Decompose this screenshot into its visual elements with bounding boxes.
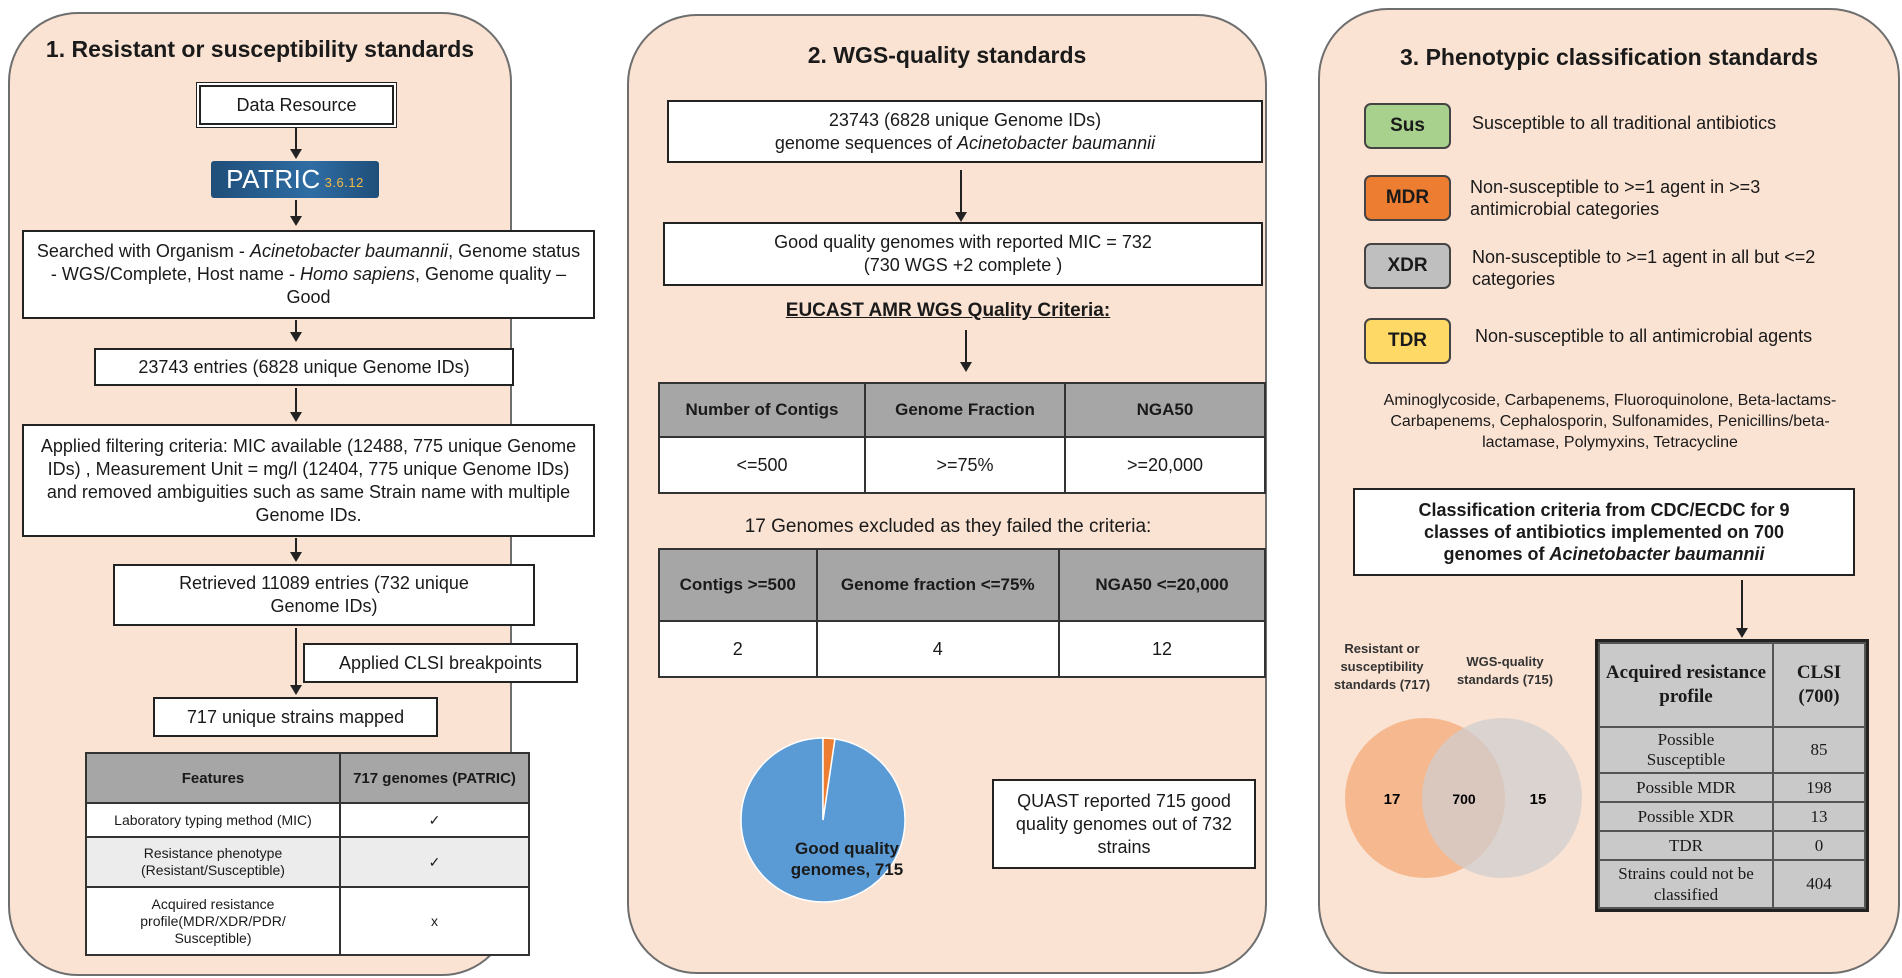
retrieved-box: Retrieved 11089 entries (732 unique Geno… <box>113 564 535 626</box>
entries-label: 23743 entries (6828 unique Genome IDs) <box>138 356 470 377</box>
tag-xdr-desc: Non-susceptible to >=1 agent in all but … <box>1472 247 1816 289</box>
table-cell: 4 <box>815 620 1060 678</box>
clsi-breakpoints-box: Applied CLSI breakpoints <box>303 643 578 683</box>
patric-logo-name: PATRIC <box>226 164 321 194</box>
table-cell: Laboratory typing method (MIC) <box>85 802 341 838</box>
table-cell: x <box>339 886 530 956</box>
table-header-row: Contigs >=500 Genome fraction <=75% NGA5… <box>658 548 1267 622</box>
antibiotic-classes: Aminoglycoside, Carbapenems, Fluoroquino… <box>1383 392 1837 451</box>
table-cell: 0 <box>1772 830 1866 861</box>
venn-left-label: Resistant or susceptibility standards (7… <box>1333 641 1431 692</box>
venn-right-only: 15 <box>1530 791 1547 808</box>
table-header-row: Acquired resistance profile CLSI (700) <box>1598 642 1866 728</box>
venn-overlap: 700 <box>1452 791 1476 807</box>
table-header: 717 genomes (PATRIC) <box>339 752 530 804</box>
table-header: Number of Contigs <box>657 382 867 438</box>
table-row: Possible MDR 198 <box>1598 772 1866 803</box>
patric-logo-version: 3.6.12 <box>324 175 364 190</box>
table-cell: 13 <box>1772 801 1866 832</box>
search-criteria-text: Searched with Organism - Acinetobacter b… <box>36 241 581 307</box>
table-cell: Strains could not be classified <box>1598 859 1774 909</box>
panel-title: 2. WGS-quality standards <box>807 42 1087 68</box>
table-cell: >=20,000 <box>1064 436 1266 494</box>
table-cell: 85 <box>1772 726 1866 774</box>
table-cell: <=500 <box>657 436 867 494</box>
table-header: Acquired resistance profile <box>1598 642 1774 728</box>
filtering-text: Applied filtering criteria: MIC availabl… <box>40 435 577 525</box>
clsi-breakpoints-label: Applied CLSI breakpoints <box>338 652 543 673</box>
tag-sus: Sus <box>1364 103 1451 149</box>
good-quality-pie <box>740 737 906 903</box>
mapped-box: 717 unique strains mapped <box>153 697 438 737</box>
pie-label: Good quality genomes, 715 <box>790 839 904 879</box>
table-cell: Possible Susceptible <box>1598 726 1774 774</box>
classification-criteria-box: Classification criteria from CDC/ECDC fo… <box>1353 488 1855 576</box>
table-cell: 2 <box>658 620 818 678</box>
genome-sequences-text: 23743 (6828 unique Genome IDs) genome se… <box>774 109 1156 153</box>
table-row: Strains could not be classified 404 <box>1598 859 1866 909</box>
genome-sequences-box: 23743 (6828 unique Genome IDs) genome se… <box>667 100 1263 163</box>
good-quality-text: Good quality genomes with reported MIC =… <box>774 232 1152 275</box>
tag-tdr-desc: Non-susceptible to all antimicrobial age… <box>1475 326 1813 346</box>
classification-criteria-text: Classification criteria from CDC/ECDC fo… <box>1418 500 1790 564</box>
tag-mdr: MDR <box>1364 175 1451 221</box>
quast-box: QUAST reported 715 good quality genomes … <box>992 779 1256 869</box>
quast-text: QUAST reported 715 good quality genomes … <box>1015 790 1233 857</box>
table-row: <=500 >=75% >=20,000 <box>657 436 1266 494</box>
clsi-table: Acquired resistance profile CLSI (700) P… <box>1595 639 1869 912</box>
venn-right-label: WGS-quality standards (715) <box>1456 654 1554 687</box>
table-row: Possible Susceptible 85 <box>1598 726 1866 774</box>
tag-xdr: XDR <box>1364 243 1451 289</box>
table-cell: 12 <box>1057 620 1267 678</box>
table-cell: 404 <box>1772 859 1866 909</box>
venn-left-only: 17 <box>1384 791 1401 808</box>
table-cell: Possible XDR <box>1598 801 1774 832</box>
search-criteria-box: Searched with Organism - Acinetobacter b… <box>22 230 595 319</box>
table-header-row: Features 717 genomes (PATRIC) <box>85 752 530 804</box>
table-row: Acquired resistance profile(MDR/XDR/PDR/… <box>85 886 530 956</box>
excluded-text: 17 Genomes excluded as they failed the c… <box>744 516 1152 537</box>
table-header: Features <box>85 752 341 804</box>
table-cell: ✓ <box>339 836 530 888</box>
venn-diagram: 17 700 15 <box>1345 718 1582 878</box>
patric-logo: PATRIC 3.6.12 <box>211 161 379 198</box>
table-row: TDR 0 <box>1598 830 1866 861</box>
table-cell: 198 <box>1772 772 1866 803</box>
tag-sus-desc: Susceptible to all traditional antibioti… <box>1472 113 1777 133</box>
table-cell: TDR <box>1598 830 1774 861</box>
table-row: Laboratory typing method (MIC) ✓ <box>85 802 530 838</box>
excluded-table: Contigs >=500 Genome fraction <=75% NGA5… <box>658 548 1267 678</box>
criteria-title: EUCAST AMR WGS Quality Criteria: <box>785 300 1111 321</box>
data-resource-label: Data Resource <box>236 94 357 115</box>
table-header-row: Number of Contigs Genome Fraction NGA50 <box>657 382 1266 438</box>
features-table: Features 717 genomes (PATRIC) Laboratory… <box>85 752 530 956</box>
filtering-box: Applied filtering criteria: MIC availabl… <box>22 424 595 537</box>
panel-title: 1. Resistant or susceptibility standards <box>45 36 475 62</box>
table-header: CLSI (700) <box>1772 642 1866 728</box>
criteria-table: Number of Contigs Genome Fraction NGA50 … <box>657 382 1266 494</box>
entries-box: 23743 entries (6828 unique Genome IDs) <box>94 348 514 386</box>
panel-title: 3. Phenotypic classification standards <box>1400 44 1818 70</box>
retrieved-text: Retrieved 11089 entries (732 unique Geno… <box>179 573 469 616</box>
table-cell: >=75% <box>864 436 1066 494</box>
mapped-label: 717 unique strains mapped <box>186 706 405 727</box>
table-header: Genome Fraction <box>864 382 1066 438</box>
table-header: Genome fraction <=75% <box>815 548 1060 622</box>
table-header: NGA50 <=20,000 <box>1057 548 1267 622</box>
table-row: Resistance phenotype (Resistant/Suscepti… <box>85 836 530 888</box>
table-cell: Possible MDR <box>1598 772 1774 803</box>
pie-slice-excluded <box>822 737 836 821</box>
table-row: 2 4 12 <box>658 620 1267 678</box>
table-header: Contigs >=500 <box>658 548 818 622</box>
tag-mdr-desc: Non-susceptible to >=1 agent in >=3 anti… <box>1470 177 1761 219</box>
venn-right-circle <box>1422 718 1582 878</box>
table-row: Possible XDR 13 <box>1598 801 1866 832</box>
table-cell: ✓ <box>339 802 530 838</box>
table-cell: Acquired resistance profile(MDR/XDR/PDR/… <box>85 886 341 956</box>
good-quality-box: Good quality genomes with reported MIC =… <box>663 222 1263 286</box>
data-resource-box: Data Resource <box>199 85 394 125</box>
tag-tdr: TDR <box>1364 318 1451 364</box>
table-header: NGA50 <box>1064 382 1266 438</box>
table-cell: Resistance phenotype (Resistant/Suscepti… <box>85 836 341 888</box>
